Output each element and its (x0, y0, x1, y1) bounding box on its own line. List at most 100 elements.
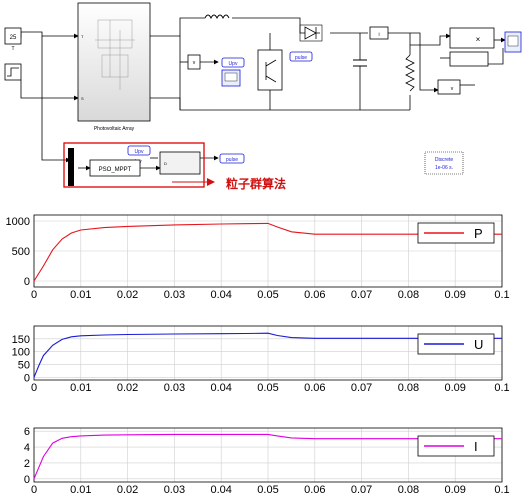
pv-port-t: T (81, 34, 84, 39)
upv-tag[interactable] (221, 57, 245, 68)
powergui-block[interactable] (424, 151, 464, 175)
chart-2: 0 0.01 0.02 0.03 0.04 0.05 0.06 0.07 0.08 0.09 0.1… (12, 325, 510, 394)
output-v-label: v (451, 86, 454, 92)
diode-icon (299, 24, 323, 42)
y-tick-label: 500 (12, 246, 30, 258)
x-tick-label: 0.1 (494, 484, 509, 496)
pwm-block[interactable] (159, 151, 201, 175)
capacitor-icon (353, 59, 367, 67)
x-tick-label: 0.02 (117, 382, 138, 394)
x-tick-label: 0.04 (210, 484, 231, 496)
y-tick-label: 2 (24, 458, 30, 470)
pso-highlight-box (63, 142, 205, 188)
pulse-tag-bottom-label: pulse (226, 157, 238, 163)
product-label: × (476, 35, 481, 44)
pso-mppt-label: PSO_MPPT (99, 167, 132, 173)
step-icon (7, 67, 19, 77)
legend-label: I (474, 439, 478, 454)
powergui-line2: 1e-06 s. (435, 165, 453, 171)
series-line-P (33, 222, 502, 282)
x-tick-label: 0.07 (351, 484, 372, 496)
x-tick-label: 0.09 (444, 289, 465, 301)
x-tick-label: 0.05 (257, 382, 278, 394)
plot-frame (33, 214, 503, 288)
x-tick-label: 0.06 (304, 289, 325, 301)
legend-label: U (474, 337, 483, 352)
output-voltage-block[interactable] (437, 79, 461, 95)
y-tick-label: 0 (24, 372, 30, 384)
y-tick-label: 150 (12, 334, 30, 346)
pv-port-s: S (81, 96, 84, 101)
constant-value: 25 (10, 35, 17, 41)
d-port-label: D (164, 161, 167, 166)
x-tick-label: 0.01 (70, 289, 91, 301)
y-tick-label: 0 (24, 276, 30, 288)
x-tick-label: 0.09 (444, 484, 465, 496)
y-tick-label: 100 (12, 347, 30, 359)
pulse-tag-top-label: pulse (295, 55, 307, 61)
chart-3: 0 0.01 0.02 0.03 0.04 0.05 0.06 0.07 0.08 0.09 0.1… (24, 426, 510, 496)
x-tick-label: 0.03 (164, 289, 185, 301)
plot-frame (33, 325, 503, 381)
y-tick-label: 50 (18, 360, 30, 372)
x-tick-label: 0.01 (70, 382, 91, 394)
powergui-line1: Discrete (435, 157, 454, 163)
legend-label: P (474, 226, 483, 241)
x-tick-label: 0.05 (257, 484, 278, 496)
x-tick-label: 0.04 (210, 289, 231, 301)
x-tick-label: 0.1 (494, 382, 509, 394)
upv-input-tag[interactable] (127, 145, 151, 156)
x-tick-label: 0.03 (164, 484, 185, 496)
x-tick-label: 0.06 (304, 484, 325, 496)
x-tick-label: 0.07 (351, 289, 372, 301)
pv-title: Photovoltaic Array (94, 126, 135, 132)
measure-v-label: v (193, 60, 196, 66)
mosfet-block[interactable] (257, 49, 283, 91)
x-tick-label: 0 (31, 382, 37, 394)
y-tick-label: 0 (24, 474, 30, 486)
pv-internal-icon (95, 19, 135, 90)
x-tick-label: 0.01 (70, 484, 91, 496)
mux-block[interactable] (449, 51, 489, 67)
pulse-tag-bottom[interactable] (219, 153, 245, 164)
upv-input-label: Upv (135, 149, 144, 155)
x-tick-label: 0.08 (398, 289, 419, 301)
x-tick-label: 0.1 (494, 289, 509, 301)
series-line-U (33, 332, 502, 378)
inductor-icon (204, 14, 230, 20)
x-tick-label: 0.03 (164, 382, 185, 394)
x-tick-label: 0.08 (398, 484, 419, 496)
y-tick-label: 1000 (6, 216, 30, 228)
y-tick-label: 6 (24, 426, 30, 438)
x-tick-label: 0.05 (257, 289, 278, 301)
pulse-tag-top[interactable] (289, 51, 313, 62)
x-tick-label: 0 (31, 289, 37, 301)
simulink-diagram: 25 T T S Photovoltaic Array v Upv pulse (4, 2, 522, 191)
x-tick-label: 0.04 (210, 382, 231, 394)
x-tick-label: 0.06 (304, 382, 325, 394)
y-tick-label: 4 (24, 442, 30, 454)
current-measurement-block[interactable] (369, 26, 389, 40)
constant-sub: T (11, 46, 14, 52)
resistor-icon (405, 54, 415, 92)
mux-bar (68, 148, 74, 186)
constant-block[interactable] (4, 27, 22, 45)
x-tick-label: 0.07 (351, 382, 372, 394)
plot-frame (33, 427, 503, 483)
x-tick-label: 0 (31, 484, 37, 496)
scope-plots: 0 0.01 0.02 0.03 0.04 0.05 0.06 0.07 0.08 0.09 0.1… (6, 214, 510, 496)
pso-mppt-block[interactable] (89, 159, 141, 177)
step-block[interactable] (4, 63, 22, 81)
mosfet-icon (265, 59, 277, 83)
x-tick-label: 0.02 (117, 484, 138, 496)
chart-1: 0 0.01 0.02 0.03 0.04 0.05 0.06 0.07 0.08 0.09 0.1… (6, 214, 510, 301)
x-tick-label: 0.09 (444, 382, 465, 394)
photovoltaic-array-block[interactable] (77, 2, 151, 122)
series-line-I (33, 433, 502, 480)
pso-annotation: 粒子群算法 (226, 176, 286, 191)
voltage-measurement-block[interactable] (187, 54, 201, 70)
upv-tag-label: Upv (229, 61, 238, 67)
x-tick-label: 0.08 (398, 382, 419, 394)
product-block[interactable] (449, 27, 495, 49)
x-tick-label: 0.02 (117, 289, 138, 301)
